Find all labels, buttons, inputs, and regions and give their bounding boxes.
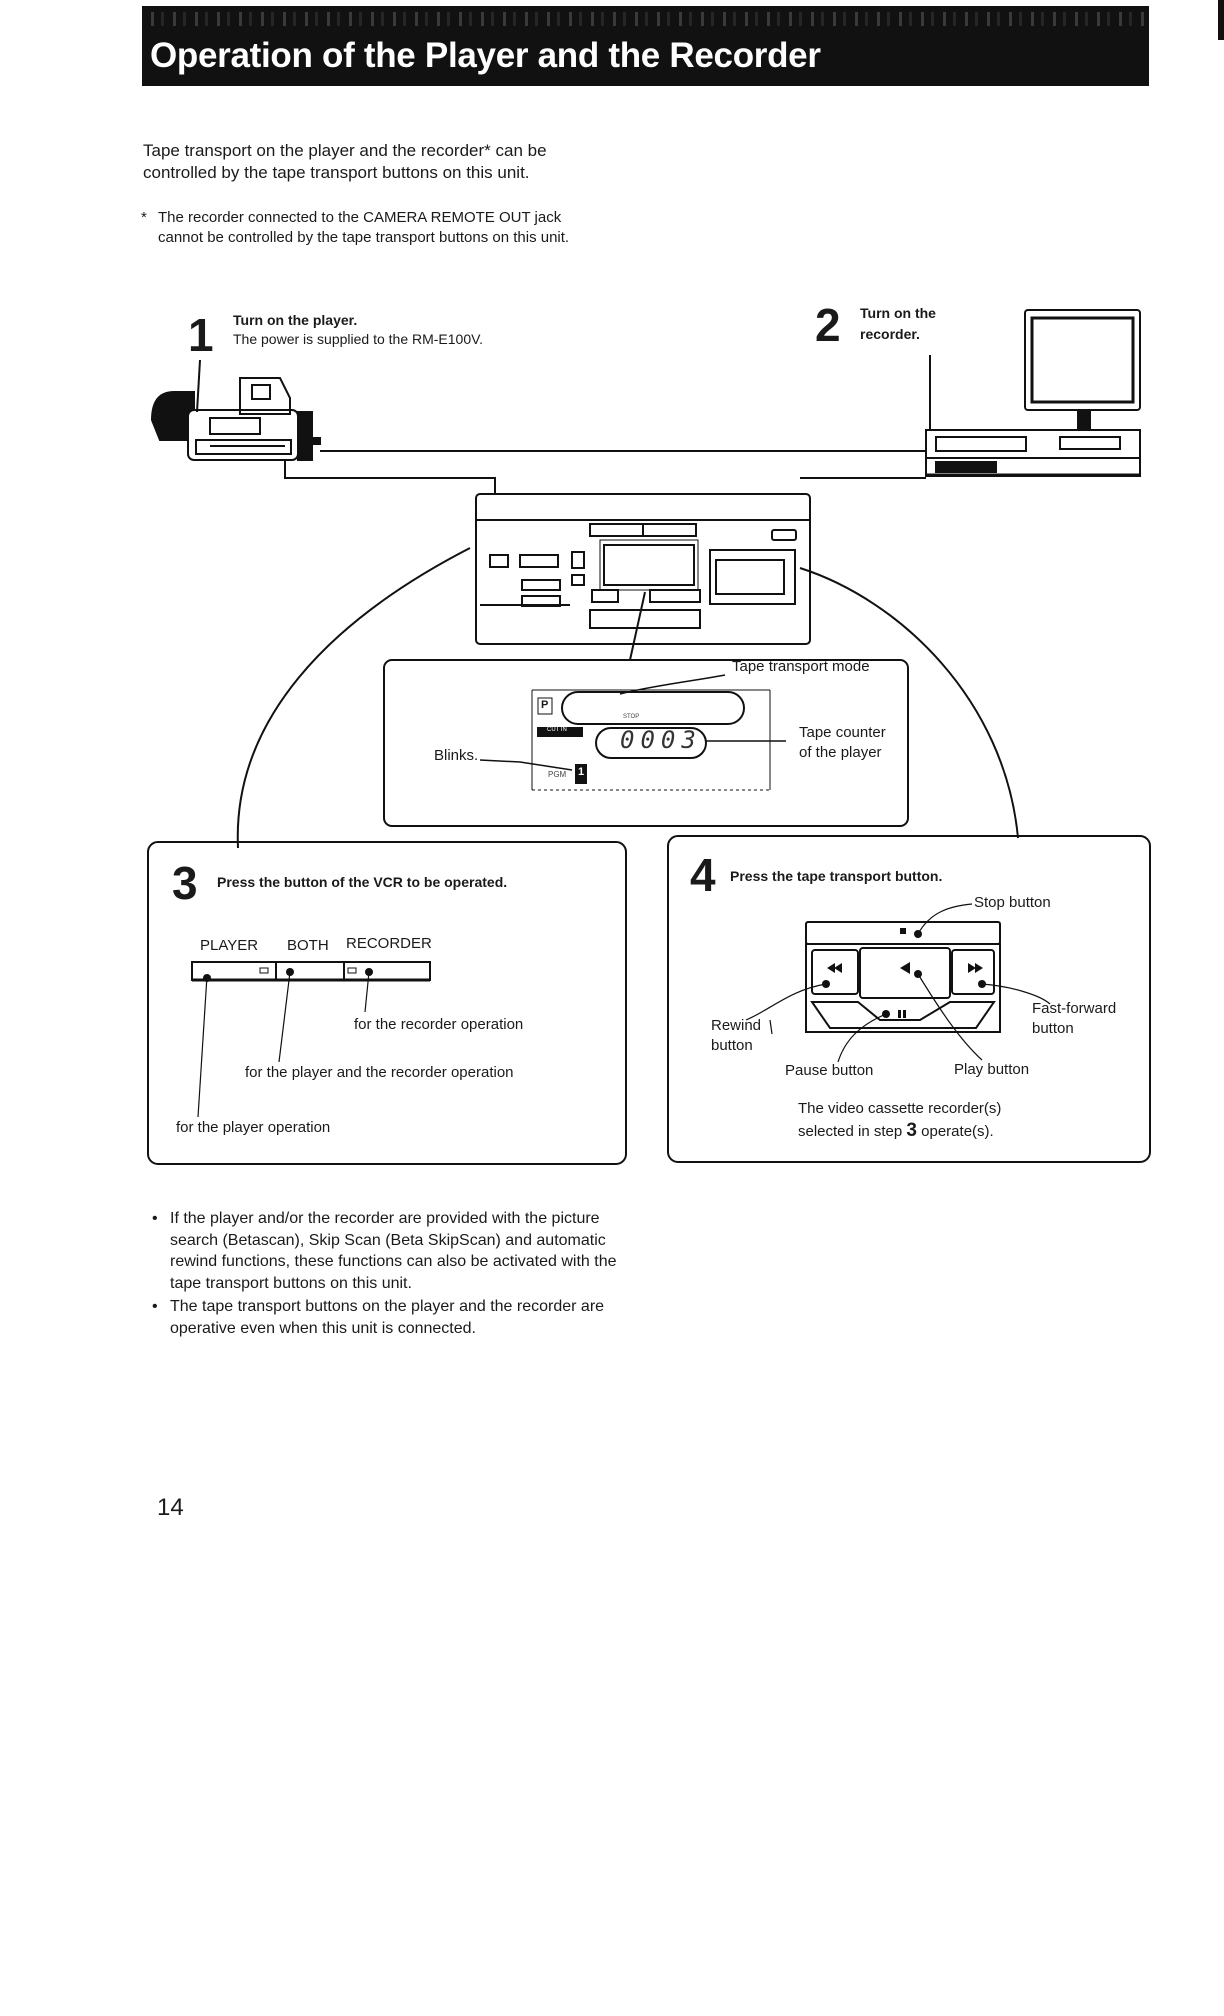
step3-title: Press the button of the VCR to be operat… — [217, 874, 508, 890]
label-tape-counter-line2: of the player — [799, 744, 882, 761]
bullet-notes: • If the player and/or the recorder are … — [152, 1208, 632, 1339]
callout-rewind-line1: Rewind — [711, 1017, 762, 1034]
operation-diagram — [147, 309, 1151, 1165]
step4-title: Press the tape transport button. — [730, 868, 943, 884]
label-player: PLAYER — [200, 937, 259, 954]
step4-number: 4 — [690, 849, 716, 901]
pgm-number: 1 — [578, 766, 585, 778]
label-tape-counter-line1: Tape counter — [799, 724, 886, 741]
callout-stop-button: Stop button — [974, 894, 1051, 911]
page-edge-mark — [1218, 0, 1224, 40]
intro-text: Tape transport on the player and the rec… — [143, 141, 547, 182]
step2-title-line1: Turn on the — [860, 305, 936, 321]
callout-rewind-line2: button — [711, 1037, 753, 1054]
step4-footer-line2: selected in step 3 operate(s). — [798, 1120, 994, 1142]
tape-counter-value: 0003 — [620, 726, 702, 754]
display-window — [531, 689, 771, 791]
arc-to-step3 — [236, 547, 471, 849]
step1-number: 1 — [188, 309, 214, 361]
arc-to-step4 — [799, 567, 1019, 839]
editing-control-unit-illustration — [475, 493, 811, 645]
step3-number: 3 — [172, 857, 198, 909]
step1-desc: The power is supplied to the RM-E100V. — [233, 331, 484, 347]
label-blinks: Blinks. — [434, 747, 479, 764]
bullet-item: • The tape transport buttons on the play… — [152, 1296, 632, 1339]
step4-box — [667, 835, 1151, 1163]
tape-transport-pad — [805, 921, 1001, 1033]
callout-both-operation: for the player and the recorder operatio… — [245, 1064, 514, 1081]
bullet-marker: • — [152, 1298, 158, 1315]
callout-player-operation: for the player operation — [176, 1119, 331, 1136]
title-bar-texture — [142, 12, 1149, 26]
callout-fast-forward-line1: Fast-forward — [1032, 1000, 1117, 1017]
bullet-text: The tape transport buttons on the player… — [170, 1298, 605, 1337]
cut-in-indicator: CUT IN — [547, 727, 567, 733]
page-title: Operation of the Player and the Recorder — [150, 36, 821, 75]
pgm-indicator: PGM — [548, 770, 567, 779]
callout-recorder-operation: for the recorder operation — [354, 1016, 524, 1033]
camcorder-player-illustration — [150, 359, 321, 461]
callout-play-button: Play button — [954, 1061, 1030, 1078]
step1-title: Turn on the player. — [233, 312, 358, 328]
step4-footer-post: operate(s). — [921, 1123, 994, 1140]
label-recorder: RECORDER — [346, 935, 432, 952]
note-text: The recorder connected to the CAMERA REM… — [158, 209, 570, 246]
callout-fast-forward-line2: button — [1032, 1020, 1074, 1037]
step2-title-line2: recorder. — [860, 326, 920, 342]
page-number: 14 — [157, 1494, 184, 1521]
callout-pause-button: Pause button — [785, 1062, 874, 1079]
step4-footer-line1: The video cassette recorder(s) — [798, 1100, 1002, 1117]
step2-number: 2 — [815, 299, 841, 351]
step3-box — [147, 841, 627, 1165]
step4-leader-lines — [745, 903, 1051, 1063]
stop-indicator: STOP — [623, 714, 640, 720]
cable-to-unit — [284, 460, 496, 500]
p-indicator: P — [541, 699, 549, 711]
bullet-item: • If the player and/or the recorder are … — [152, 1208, 632, 1294]
bullet-marker: • — [152, 1210, 158, 1227]
note-asterisk: * — [141, 209, 147, 226]
step3-leader-lines — [197, 971, 370, 1118]
title-bar: Operation of the Player and the Recorder — [142, 6, 1149, 86]
step4-footer-pre: selected in step — [798, 1123, 903, 1140]
label-both: BOTH — [287, 937, 329, 954]
label-tape-transport-mode: Tape transport mode — [732, 658, 870, 675]
vcr-recorder-illustration — [925, 309, 1141, 477]
bullet-text: If the player and/or the recorder are pr… — [170, 1210, 617, 1292]
step4-footer-step-ref: 3 — [906, 1120, 917, 1141]
vcr-select-buttons — [191, 961, 431, 982]
